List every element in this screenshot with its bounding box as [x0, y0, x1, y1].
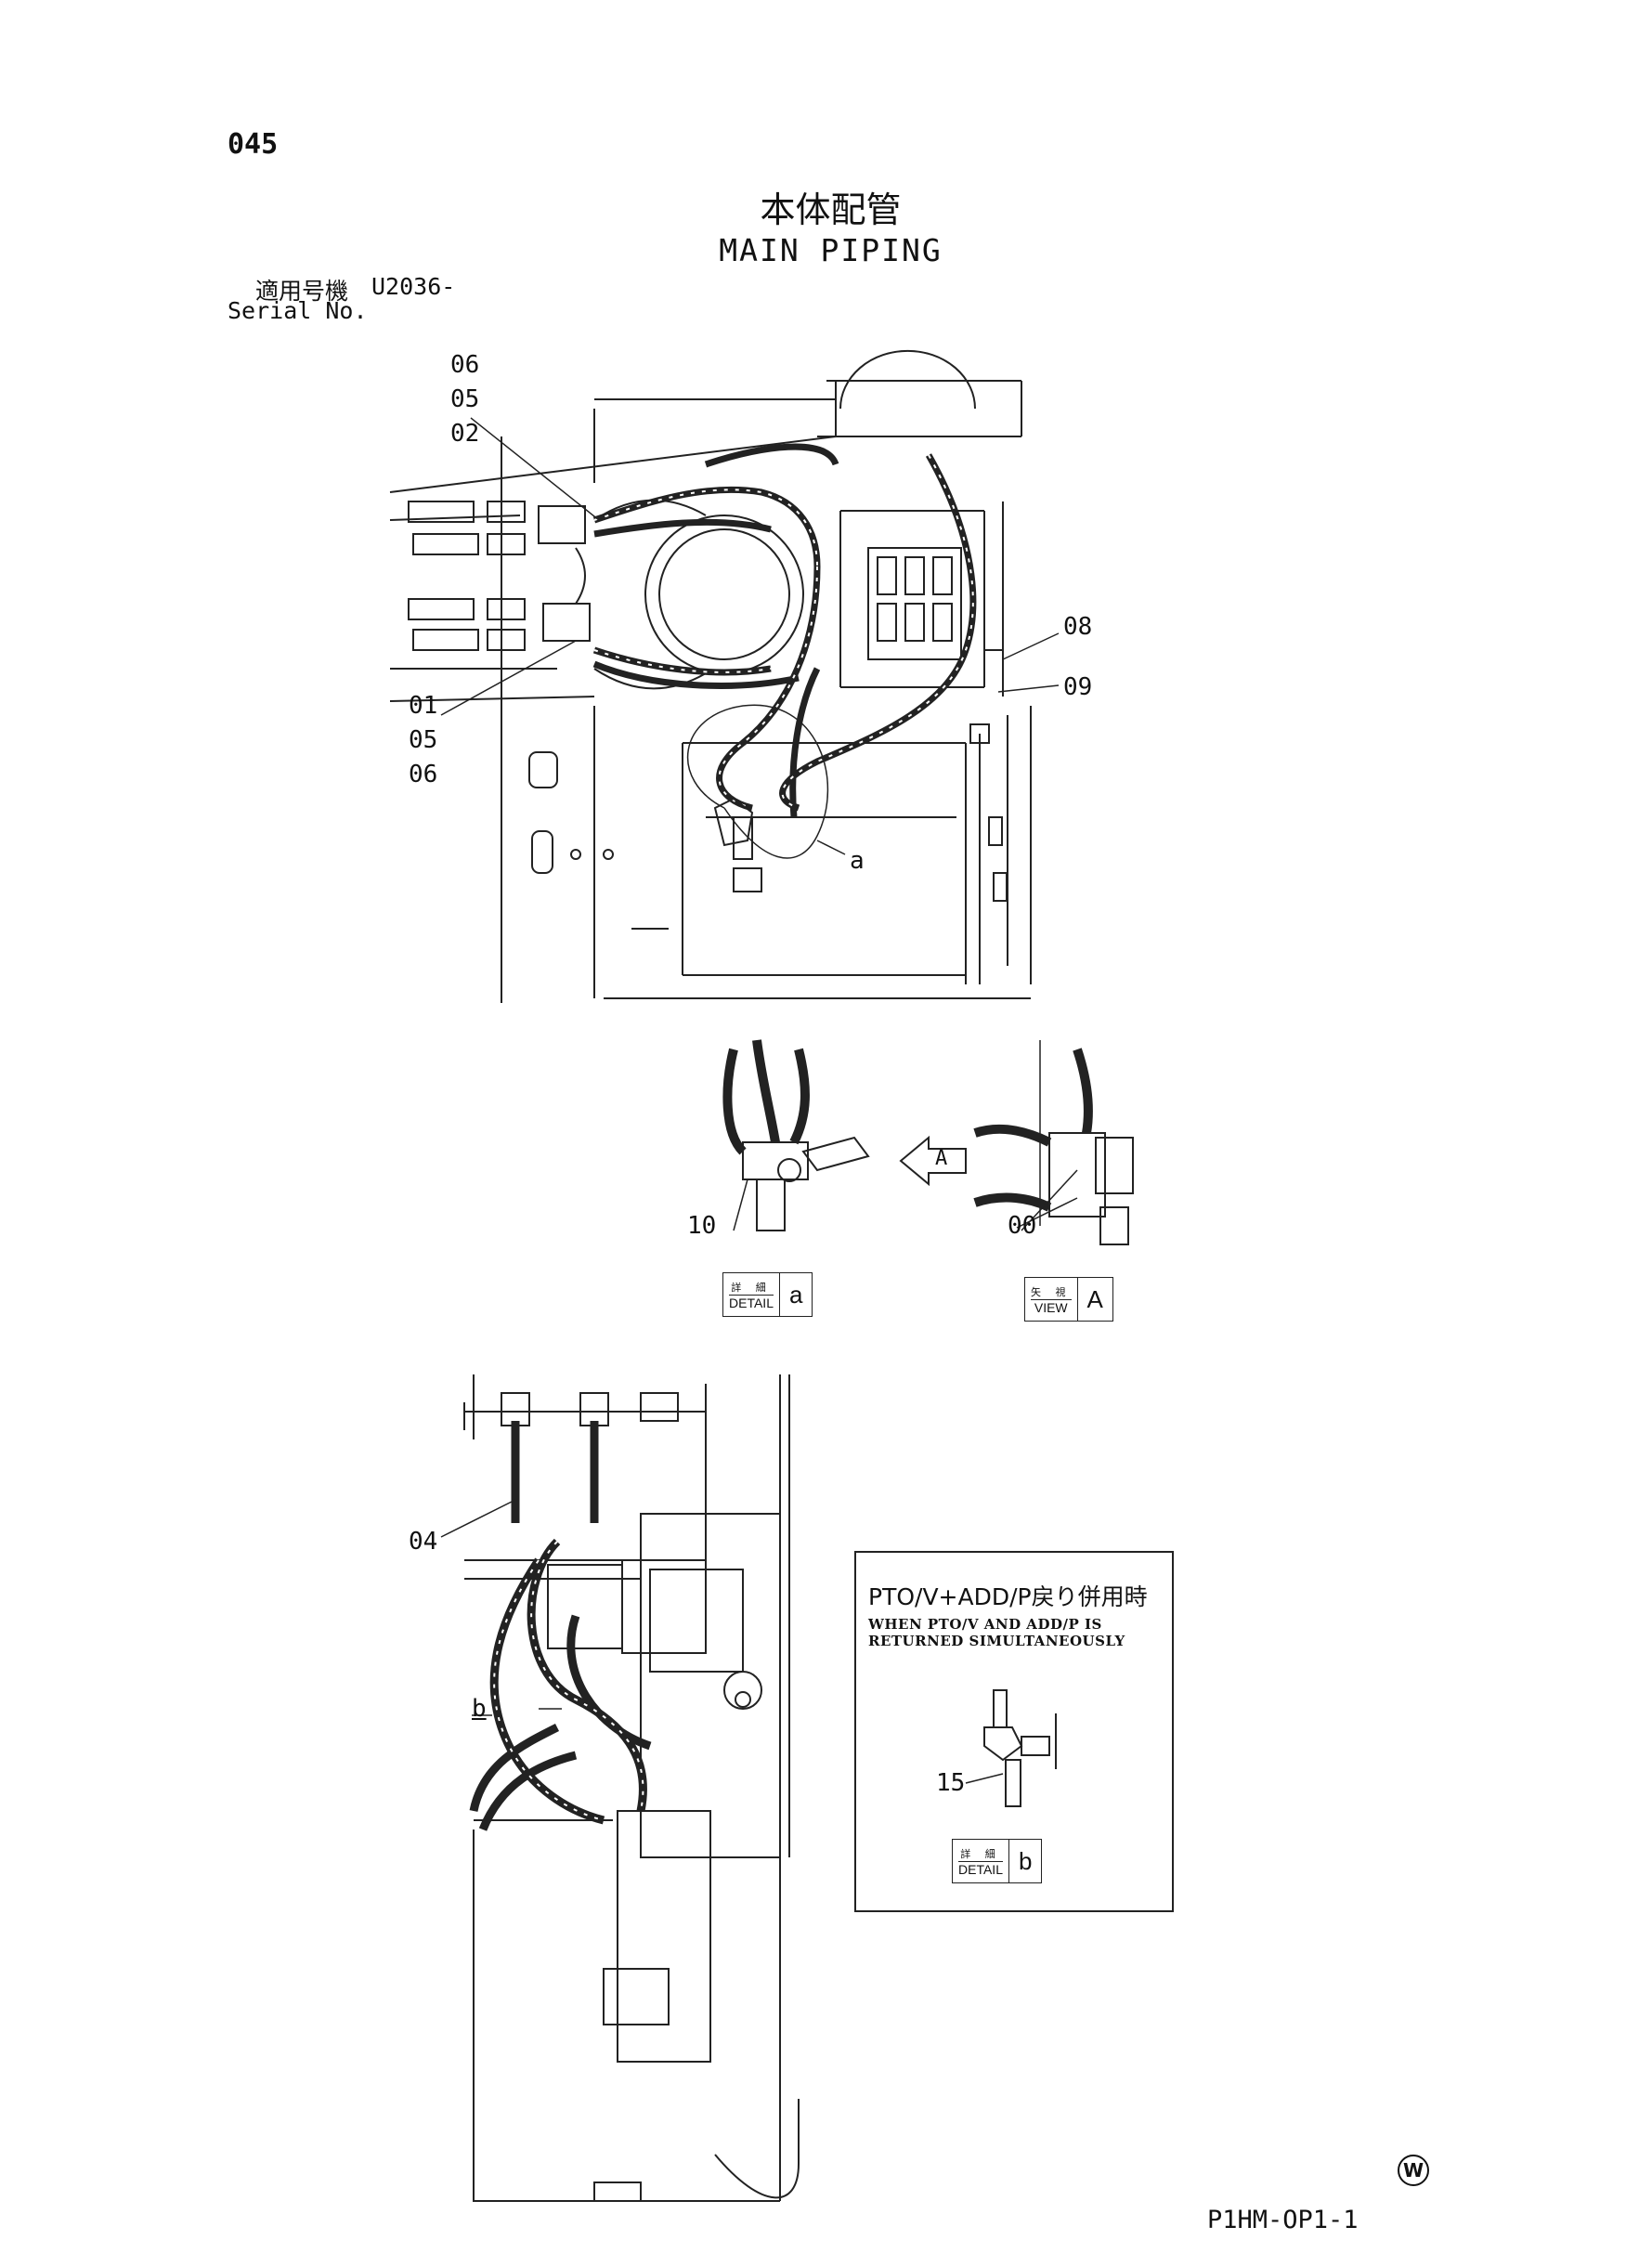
bottom-view-hose-stripes — [493, 1541, 644, 1821]
title-japanese: 本体配管 — [760, 189, 902, 230]
serial-label-english: Serial No. — [228, 297, 368, 324]
callout-10: 10 — [687, 1212, 717, 1240]
corner-mark: W — [1398, 2155, 1429, 2186]
bottom-view-outline — [463, 1374, 800, 2202]
note-text: WHEN PTO/V AND ADD/P IS RETURNED SIMULTA… — [868, 1616, 1125, 1649]
callout-06-bottom: 06 — [409, 761, 438, 788]
detail-b-drawing — [965, 1689, 1057, 1807]
serial-value: U2036- — [371, 273, 456, 300]
main-view-outline — [389, 349, 1032, 1003]
direction-arrow-A — [899, 1135, 967, 1187]
callout-a: a — [850, 847, 865, 875]
page-number: 045 — [228, 128, 279, 161]
callout-15: 15 — [936, 1769, 966, 1797]
callout-01: 01 — [409, 692, 438, 720]
callout-b: b — [472, 1695, 487, 1723]
bottom-view-hoses — [469, 1421, 652, 1831]
leader-lines-bottom — [440, 1499, 562, 1716]
view-A-drawing — [973, 1040, 1134, 1245]
note-title: PTO/V+ADD/P戻り併用時 — [868, 1583, 1148, 1610]
callout-06-top: 06 — [450, 351, 480, 379]
leader-lines-top — [440, 417, 1060, 855]
main-view-hoses — [592, 443, 977, 818]
arrow-label-A: A — [935, 1147, 948, 1170]
drawing-code: P1HM-OP1-1 — [1207, 2206, 1359, 2234]
callout-02: 02 — [450, 420, 480, 448]
main-view-hose-stripes — [593, 454, 974, 809]
callout-05-top: 05 — [450, 385, 480, 413]
callout-00: 00 — [1008, 1212, 1037, 1240]
detail-a-drawing — [722, 1039, 870, 1231]
note-box — [854, 1551, 1174, 1912]
callout-09: 09 — [1063, 673, 1093, 701]
callout-04: 04 — [409, 1528, 438, 1556]
title-english: MAIN PIPING — [719, 232, 943, 268]
serial-label-japanese: 適用号機 — [255, 278, 349, 305]
callout-05-bottom: 05 — [409, 726, 438, 754]
main-view-fittings — [408, 501, 754, 860]
callout-08: 08 — [1063, 613, 1093, 641]
detail-a-boundary — [686, 704, 829, 859]
